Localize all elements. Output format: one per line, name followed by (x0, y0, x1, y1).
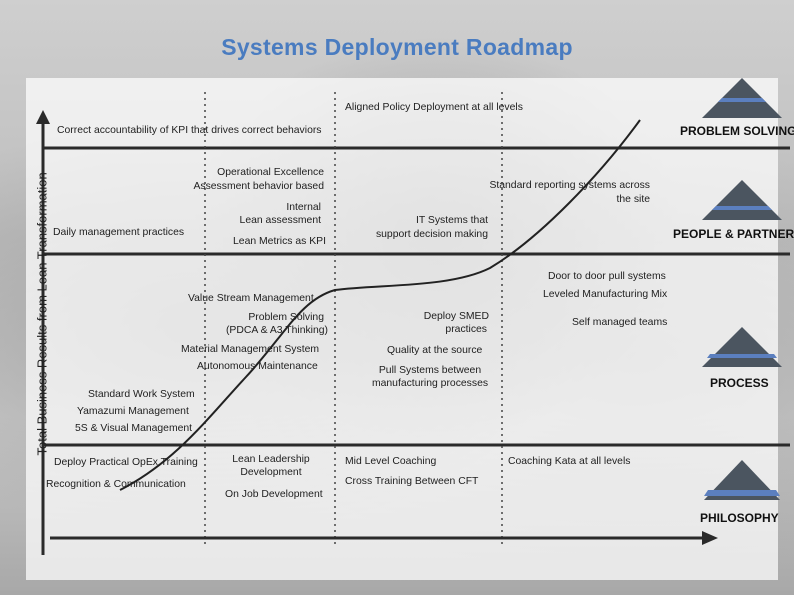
item-lean-metrics: Lean Metrics as KPI (233, 236, 326, 247)
item-lean-leadership-line-2: Development (240, 467, 302, 478)
y-axis-arrowhead (36, 110, 50, 124)
item-it-systems-line-1: IT Systems that (416, 215, 488, 226)
item-deploy-smed-line-1: Deploy SMED (423, 311, 489, 322)
item-autonomous-maintenance: Autonomous Maintenance (197, 361, 318, 372)
item-material-management: Material Management System (181, 344, 320, 355)
pyramid-icon-process (702, 327, 782, 367)
item-deploy-smed-line-2: practices (445, 324, 487, 335)
item-on-job-development: On Job Development (225, 489, 323, 500)
category-problem-solving: PROBLEM SOLVING (680, 124, 794, 138)
category-process: PROCESS (710, 376, 769, 390)
category-people-partners: PEOPLE & PARTNERS (673, 227, 794, 241)
roadmap-panel (26, 78, 778, 580)
item-yamazumi: Yamazumi Management (77, 406, 189, 417)
y-axis-label: Total Business Results from Lean Transfo… (34, 172, 50, 456)
item-value-stream-management: Value Stream Management (188, 293, 314, 304)
item-daily-management: Daily management practices (53, 227, 185, 238)
item-cross-training: Cross Training Between CFT (345, 476, 479, 487)
x-axis-arrowhead (702, 531, 718, 545)
item-standard-reporting-line-1: Standard reporting systems across (489, 180, 650, 191)
pyramid-icon-philosophy (704, 460, 780, 500)
item-problem-solving-line-2: (PDCA & A3 Thinking) (225, 325, 328, 336)
item-leveled-mix: Leveled Manufacturing Mix (543, 289, 668, 300)
item-correct-accountability: Correct accountability of KPI that drive… (57, 125, 322, 136)
progress-s-curve (119, 119, 641, 491)
item-internal-lean-line-1: Internal (286, 202, 321, 213)
item-coaching-kata: Coaching Kata at all levels (508, 456, 631, 467)
page-title: Systems Deployment Roadmap (221, 34, 573, 60)
item-aligned-policy: Aligned Policy Deployment at all levels (345, 102, 523, 113)
item-pull-systems-line-2: manufacturing processes (371, 378, 489, 389)
item-internal-lean-line-2: Lean assessment (239, 215, 321, 226)
item-deploy-opex: Deploy Practical OpEx Training (54, 457, 198, 468)
item-mid-level-coaching: Mid Level Coaching (345, 456, 437, 467)
item-standard-work: Standard Work System (88, 389, 195, 400)
item-lean-leadership-line-1: Lean Leadership (232, 454, 310, 465)
pyramid-icon-people-partners (702, 180, 782, 220)
item-pull-systems-line-1: Pull Systems between (378, 365, 482, 376)
item-recognition: Recognition & Communication (46, 479, 186, 490)
category-philosophy: PHILOSOPHY (700, 511, 779, 525)
item-self-managed: Self managed teams (572, 317, 668, 328)
item-operational-excellence-line-1: Operational Excellence (217, 167, 324, 178)
item-standard-reporting-line-2: the site (616, 194, 650, 205)
item-it-systems-line-2: support decision making (375, 229, 488, 240)
item-door-to-door: Door to door pull systems (548, 271, 666, 282)
item-operational-excellence-line-2: Assessment behavior based (193, 181, 324, 192)
item-5s-visual: 5S & Visual Management (75, 423, 193, 434)
pyramid-icon-problem-solving (702, 78, 782, 118)
item-quality-at-source: Quality at the source (387, 345, 483, 356)
item-problem-solving-line-1: Problem Solving (248, 312, 324, 323)
